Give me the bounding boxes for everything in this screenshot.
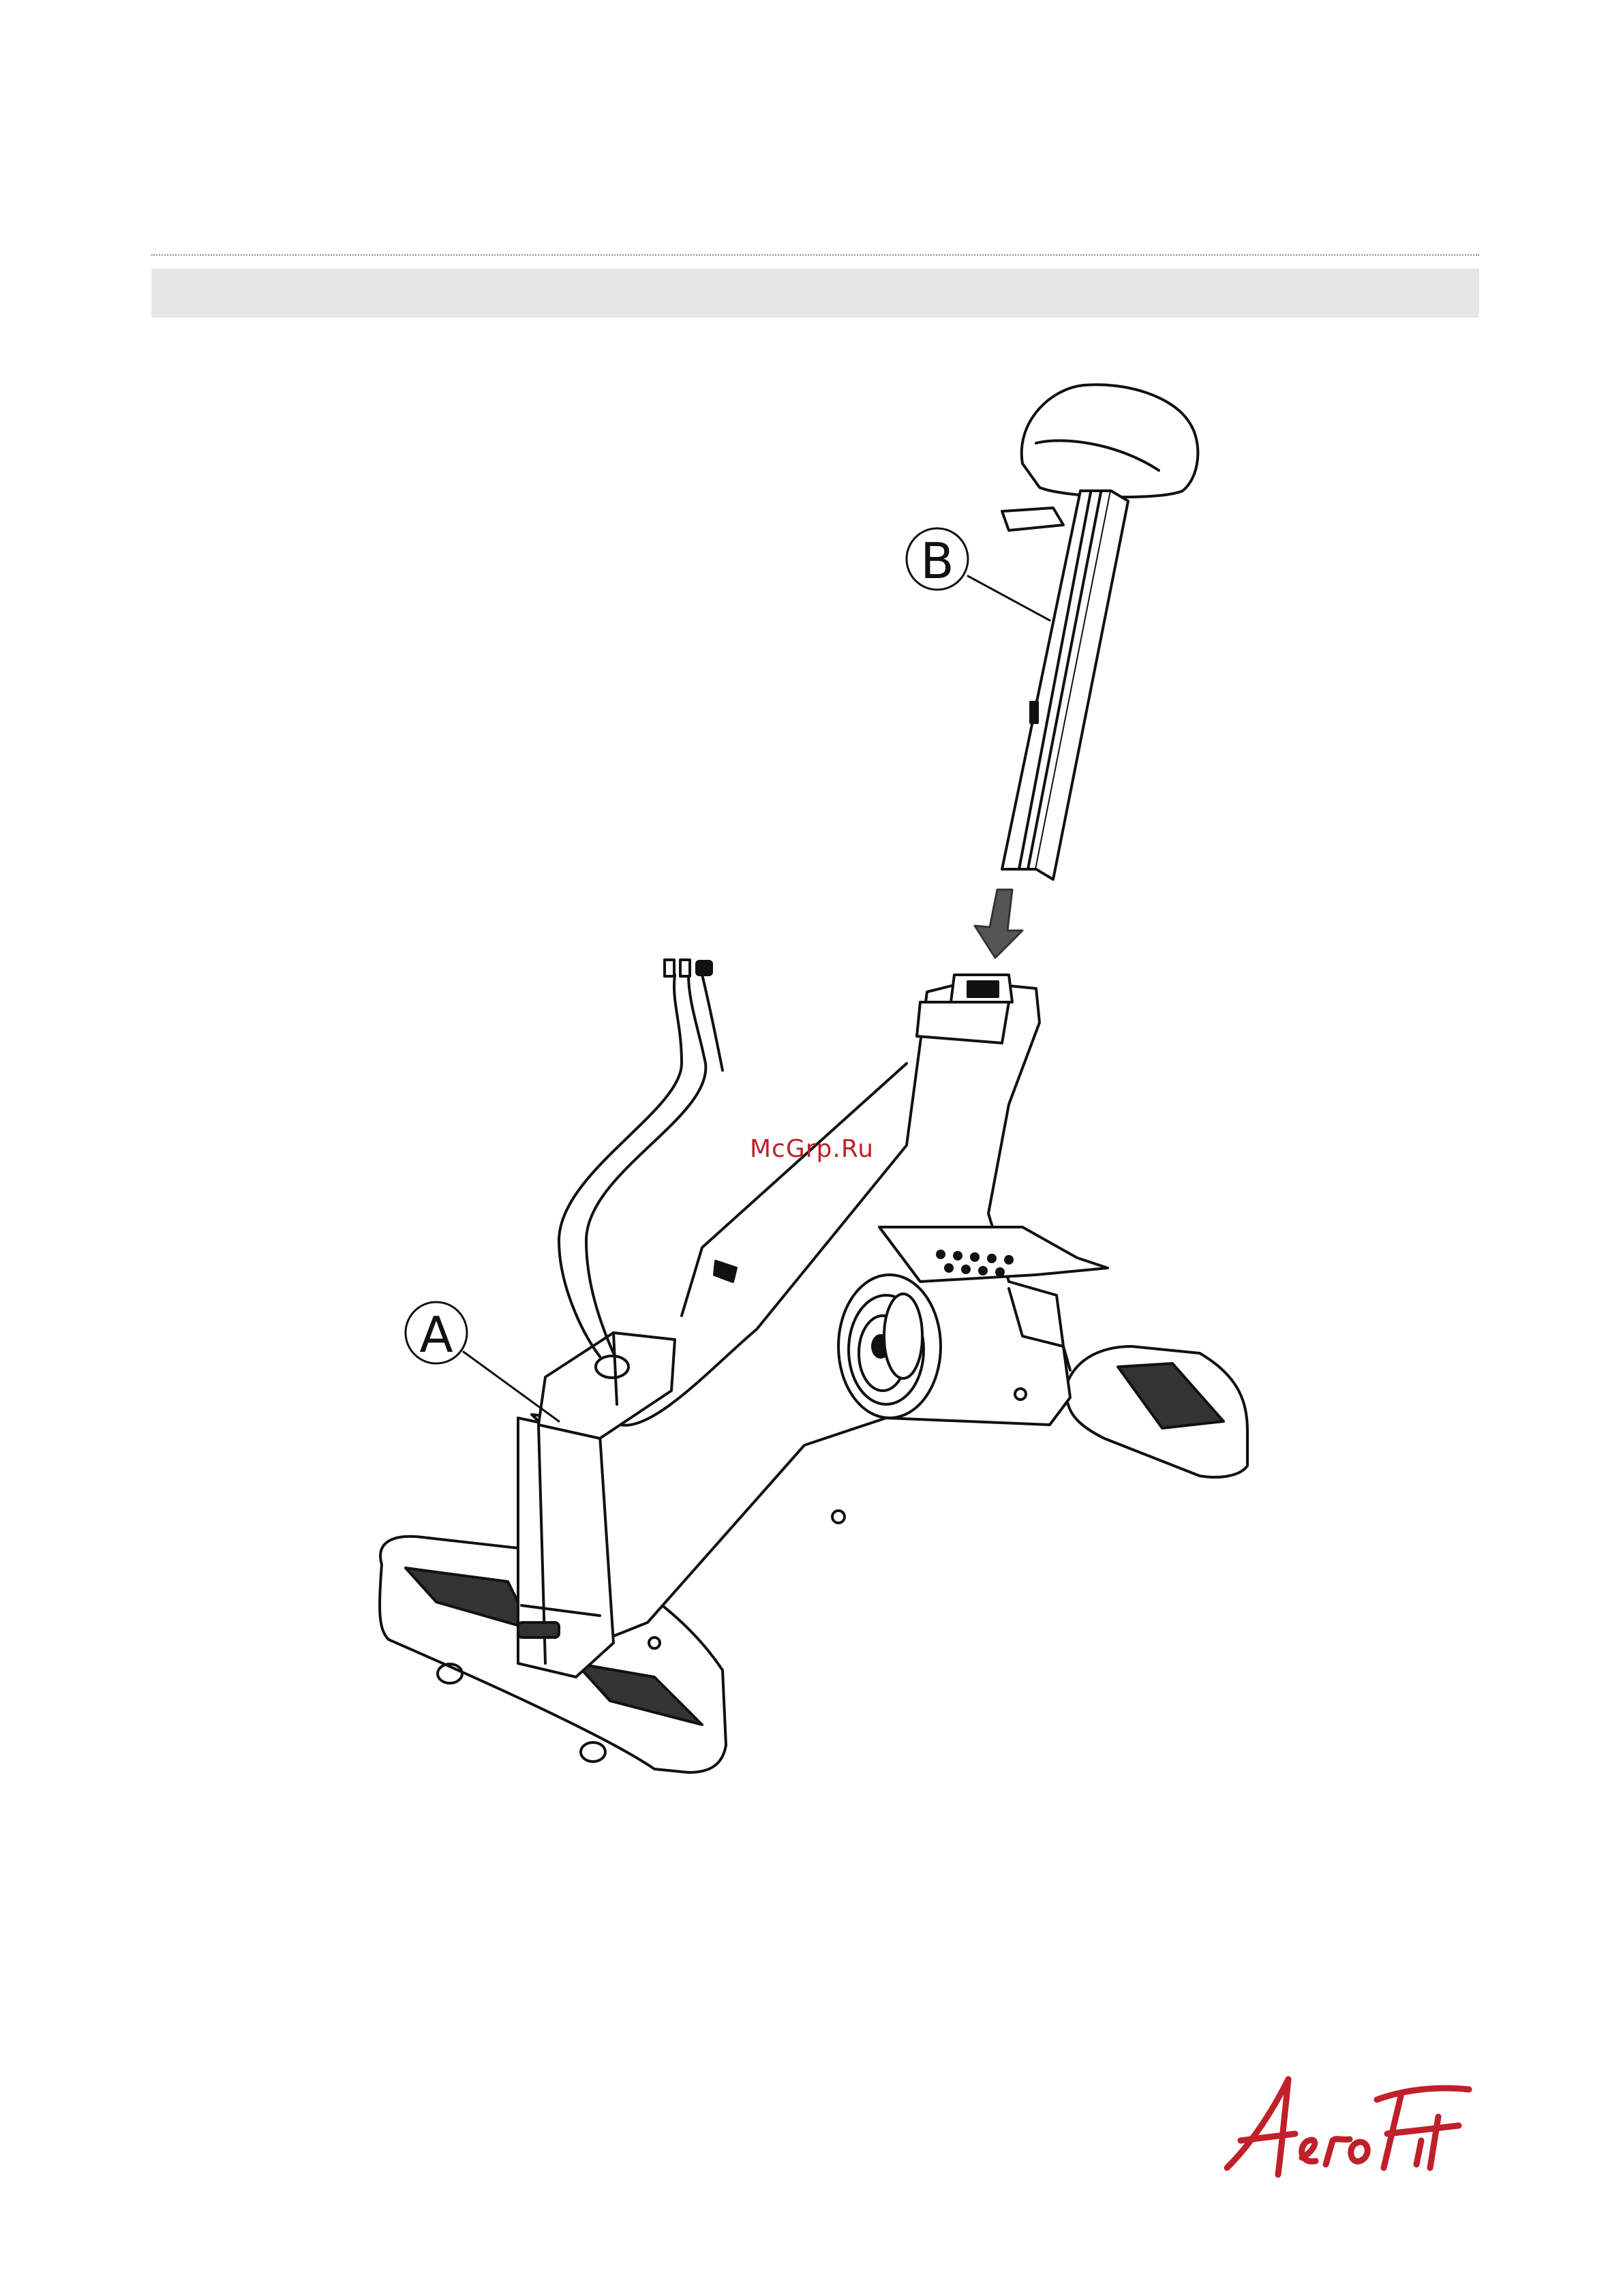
watermark-text: McGrp.Ru [750,1135,874,1163]
cables [559,960,723,1357]
callout-a-label: A [419,1306,453,1363]
seat-post [1002,384,1198,879]
flywheel [838,1275,941,1418]
callout-b-label: B [920,532,954,590]
bike-frame [380,975,1247,1772]
insert-arrow [975,890,1022,958]
aerofit-logo [1213,2066,1486,2202]
